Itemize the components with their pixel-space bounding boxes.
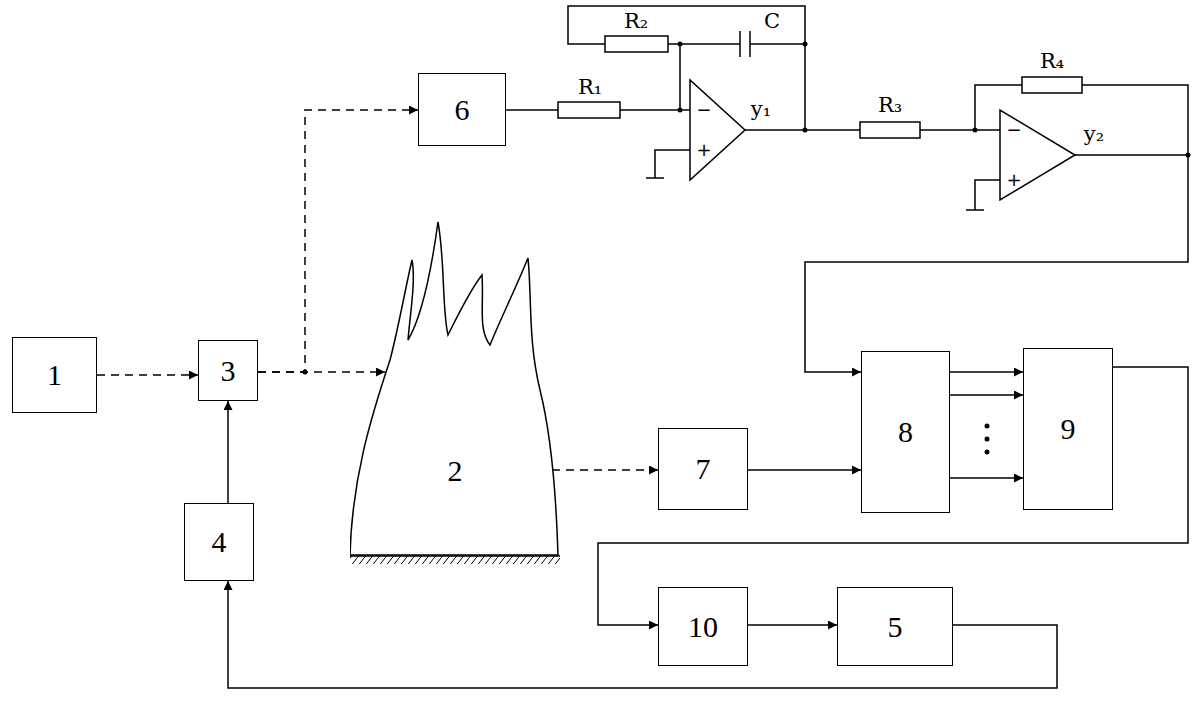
pin-sign: −	[696, 99, 711, 121]
opamp-symbol	[690, 80, 745, 180]
wire	[568, 6, 805, 130]
component-label: y₂	[1084, 122, 1104, 147]
capacitor-plate	[739, 31, 741, 57]
connector	[748, 624, 837, 626]
block-number: 4	[212, 527, 227, 557]
wire	[506, 109, 558, 111]
connector	[748, 469, 861, 471]
block-number: 1	[47, 360, 62, 390]
wire	[920, 129, 1000, 131]
resistor-symbol	[1022, 77, 1082, 93]
resistor-symbol	[605, 36, 668, 52]
process-box: 3	[198, 340, 258, 401]
pin-sign: +	[1006, 169, 1021, 191]
ground-hatch	[350, 556, 560, 564]
block-number: 8	[898, 417, 913, 447]
block-number: 3	[221, 356, 236, 386]
junction-dot	[678, 108, 683, 113]
component-label: C	[764, 9, 780, 34]
process-box: 9	[1023, 348, 1113, 510]
process-box: 6	[418, 73, 506, 146]
opamp-symbol	[1000, 110, 1075, 200]
ground-symbol	[966, 209, 984, 211]
ellipsis-dot	[985, 437, 990, 442]
component-label: R₄	[1040, 49, 1064, 74]
junction-dot	[803, 42, 808, 47]
process-box: 1	[12, 337, 97, 413]
connector	[228, 581, 1057, 688]
connector	[950, 371, 1023, 373]
process-box: 7	[658, 428, 748, 510]
process-box: 10	[658, 587, 748, 666]
dashed-connector	[258, 110, 418, 372]
signal-wire	[805, 155, 1188, 372]
junction-dot	[803, 128, 808, 133]
dashed-connector	[552, 469, 658, 471]
ground-symbol	[646, 177, 664, 179]
pin-sign: −	[1006, 119, 1021, 141]
flame-outline	[350, 220, 560, 560]
connector	[227, 401, 229, 503]
wire	[1082, 85, 1188, 155]
block-number: 10	[688, 612, 718, 642]
process-box: 5	[837, 587, 953, 666]
component-label: R₂	[624, 9, 648, 34]
ellipsis-dot	[985, 450, 990, 455]
block-number: 9	[1061, 414, 1076, 444]
junction-dot	[973, 128, 978, 133]
ellipsis-dot	[985, 424, 990, 429]
component-label: R₁	[578, 75, 602, 100]
connector	[950, 477, 1023, 479]
flame-shape: 2	[350, 220, 560, 560]
resistor-symbol	[860, 122, 920, 138]
junction-dot	[678, 42, 683, 47]
wire	[750, 43, 805, 45]
block-number: 5	[888, 612, 903, 642]
wire	[679, 44, 681, 110]
process-box: 8	[861, 351, 950, 513]
component-label: y₁	[751, 97, 771, 122]
junction-dot	[1186, 153, 1191, 158]
block-number: 7	[696, 454, 711, 484]
component-label: R₃	[878, 93, 902, 118]
connector	[950, 394, 1023, 396]
dashed-connector	[97, 374, 198, 376]
process-box: 4	[184, 503, 254, 581]
pin-sign: +	[696, 139, 711, 161]
wire	[975, 180, 1000, 210]
block-number: 6	[455, 95, 470, 125]
resistor-symbol	[558, 102, 620, 118]
wire	[655, 150, 690, 178]
block-number: 2	[350, 456, 560, 486]
